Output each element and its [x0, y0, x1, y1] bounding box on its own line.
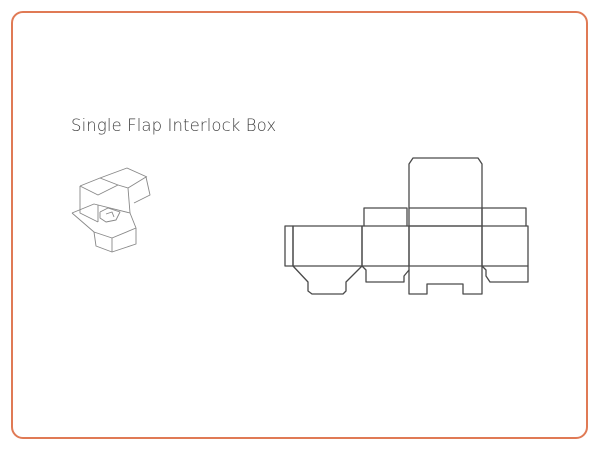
diagram-title: Single Flap Interlock Box: [71, 116, 277, 135]
card-frame: [11, 11, 588, 439]
